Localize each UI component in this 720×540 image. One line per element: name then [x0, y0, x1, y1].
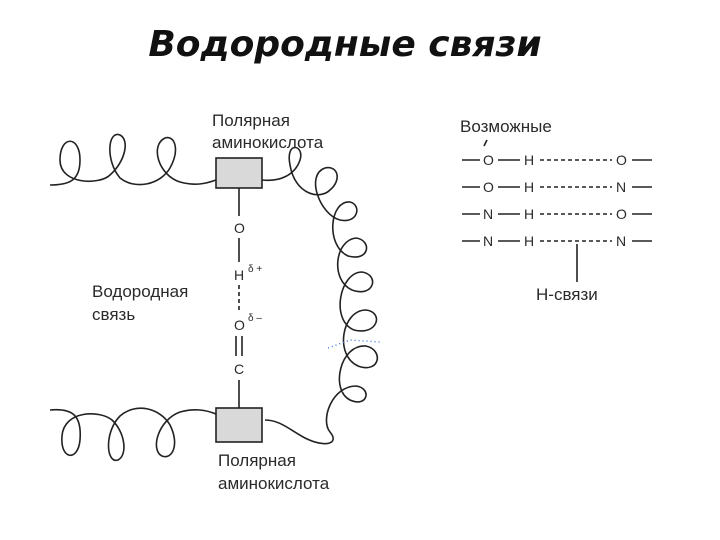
- hydrogen-label: H: [234, 267, 244, 283]
- bottom-residue-label-line1: Полярная: [218, 451, 296, 470]
- row2-donor: O: [483, 179, 494, 195]
- row4-acceptor: N: [616, 233, 626, 249]
- accent-dots: [327, 339, 381, 349]
- row3-acceptor: O: [616, 206, 627, 222]
- row4-donor: N: [483, 233, 493, 249]
- hydrogen-charge: δ +: [248, 264, 262, 275]
- possible-row-4: N H N: [462, 233, 652, 249]
- bottom-residue-label-line2: аминокислота: [218, 474, 330, 493]
- row2-acceptor: N: [616, 179, 626, 195]
- oxygen-bottom-label: O: [234, 317, 245, 333]
- row1-acceptor: O: [616, 152, 627, 168]
- possible-row-3: N H O: [462, 206, 652, 222]
- hbond-label-line1: Водородная: [92, 282, 188, 301]
- top-helix: [49, 133, 217, 186]
- hbond-label-line2: связь: [92, 305, 135, 324]
- carbon-label: C: [234, 361, 244, 377]
- top-residue-label-line2: аминокислота: [212, 133, 324, 152]
- row3-donor: N: [483, 206, 493, 222]
- possible-footer: H-связи: [536, 285, 598, 304]
- row1-donor: O: [483, 152, 494, 168]
- possible-row-2: O H N: [462, 179, 652, 195]
- top-residue-box: [215, 157, 263, 189]
- row3-h: H: [524, 206, 534, 222]
- row1-h: H: [524, 152, 534, 168]
- bottom-helix: [49, 407, 217, 461]
- heading-tick: [483, 139, 488, 147]
- bottom-residue-box: [215, 407, 263, 443]
- top-residue-label-line1: Полярная: [212, 111, 290, 130]
- possible-row-1: O H O: [462, 152, 652, 168]
- row2-h: H: [524, 179, 534, 195]
- right-helix: [261, 146, 379, 445]
- possible-heading: Возможные: [460, 117, 552, 136]
- row4-h: H: [524, 233, 534, 249]
- oxygen-top-label: O: [234, 220, 245, 236]
- oxygen-charge: δ –: [248, 313, 262, 324]
- page-title: Водородные связи: [148, 24, 542, 65]
